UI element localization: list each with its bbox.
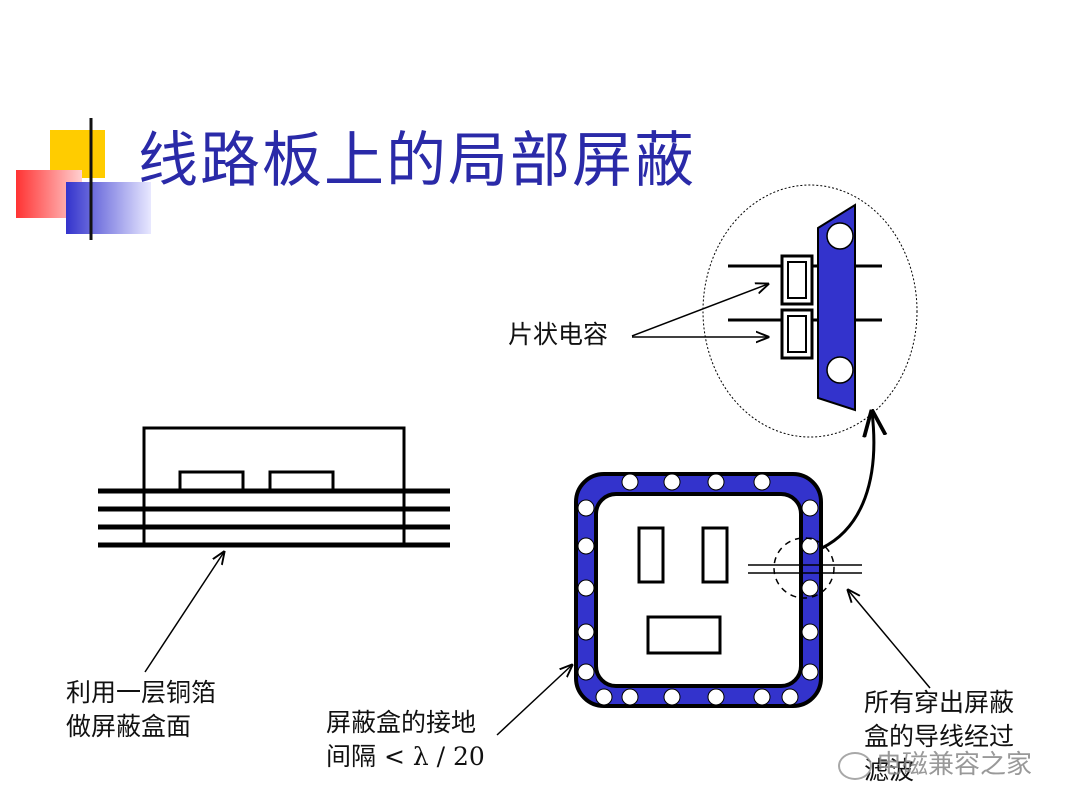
ground-via [577,579,595,597]
ground-via [707,473,725,491]
ground-via [577,537,595,555]
ground-spacing-label: 屏蔽盒的接地 间隔 < λ / 20 [326,706,485,774]
ground-via [801,623,819,641]
shield-box-components [637,526,729,655]
ground-vias [577,473,819,706]
ground-via [663,688,681,706]
ground-via [577,499,595,517]
slide-title: 线路板上的局部屏蔽 [138,126,696,196]
watermark: 电磁兼容之家 [838,744,1032,781]
capacitor-arrow-upper [631,284,768,337]
copper-foil-label: 利用一层铜箔 做屏蔽盒面 [66,676,216,744]
ground-spacing-arrow [496,665,572,736]
copper-foil-label-line2: 做屏蔽盒面 [66,712,192,741]
ground-via [753,688,771,706]
ground-via [621,473,639,491]
copper-foil-arrow [144,552,224,673]
wechat-icon [838,751,872,780]
zoom-connector-arrow [821,412,874,550]
ground-via [781,688,799,706]
ground-via [595,688,613,706]
ground-via [801,537,819,555]
ground-via [621,688,639,706]
filtered-wires-label-line3: 滤波 [864,756,915,785]
ground-via [707,688,725,706]
zoom-detail [702,184,918,438]
title-decoration [16,118,1000,240]
watermark-text: 电磁兼容之家 [876,750,1033,780]
ground-via [801,579,819,597]
filtered-wires-label-line1: 所有穿出屏蔽 [864,688,1015,717]
ground-via [577,663,595,681]
ground-via [801,663,819,681]
ground-spacing-label-line1: 屏蔽盒的接地 [326,708,477,737]
ground-via [663,473,681,491]
filtered-wires-label-line2: 盒的导线经过 [864,722,1015,751]
filtered-wires [748,537,862,599]
ground-spacing-label-line2: 间隔 < λ / 20 [326,742,485,771]
filter-arrow [848,590,931,689]
copper-foil-label-line1: 利用一层铜箔 [66,678,217,707]
ground-via [801,499,819,517]
chip-capacitor-label: 片状电容 [508,320,609,349]
pcb-copper-shield [98,426,450,548]
filtered-wires-label: 所有穿出屏蔽 盒的导线经过 滤波 [864,686,1014,788]
ground-via [753,473,771,491]
ground-via [577,623,595,641]
